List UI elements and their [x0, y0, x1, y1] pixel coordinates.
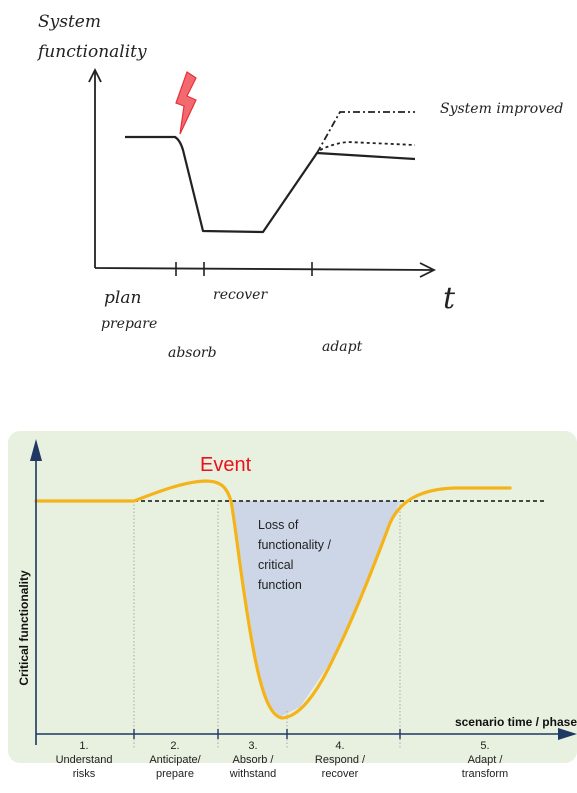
- phase-name: risks: [73, 768, 96, 780]
- loss-label-line: critical: [258, 558, 293, 572]
- phase-number: 3.: [248, 740, 257, 752]
- phase-name: prepare: [156, 768, 194, 780]
- phase-name: withstand: [229, 768, 276, 780]
- phase-number: 2.: [170, 740, 179, 752]
- lightning-icon: [175, 71, 197, 135]
- phase-name: Adapt /: [468, 754, 504, 766]
- phase-name: Respond /: [315, 754, 366, 766]
- x-axis-label: scenario time / phase: [455, 715, 577, 729]
- phase-name: Anticipate/: [149, 754, 201, 766]
- sketch-phase-recover: recover: [213, 287, 268, 303]
- sketch-improved-curve: [316, 111, 415, 154]
- phase-name: Understand: [56, 754, 113, 766]
- sketch-y-label-1: System: [38, 12, 101, 32]
- loss-area: [231, 501, 400, 717]
- phase-number: 5.: [480, 740, 489, 752]
- sketch-phase-prepare: prepare: [101, 316, 157, 332]
- event-label: Event: [200, 454, 252, 476]
- sketch-improved-label: System improved: [440, 101, 563, 117]
- resilience-diagram: Event Critical functionality scenario ti…: [8, 431, 577, 780]
- sketch-y-label-2: functionality: [36, 42, 147, 62]
- phase-name: Absorb /: [233, 754, 275, 766]
- phase-name: recover: [322, 768, 359, 780]
- loss-label-line: functionality /: [258, 538, 331, 552]
- sketch-partial-curve: [319, 141, 416, 151]
- sketch-x-label: t: [443, 281, 456, 316]
- loss-label-line: function: [258, 578, 302, 592]
- x-axis-arrowhead: [558, 728, 577, 740]
- sketch-diagram: System functionality t System improved p…: [36, 12, 563, 361]
- sketch-x-arrowhead: [419, 262, 437, 278]
- sketch-y-arrowhead: [88, 67, 102, 83]
- phase-number: 1.: [79, 740, 88, 752]
- sketch-x-axis: [94, 267, 433, 271]
- loss-label-line: Loss of: [258, 518, 299, 532]
- sketch-phase-plan: plan: [104, 288, 141, 308]
- loss-label: Loss of functionality / critical functio…: [258, 518, 334, 592]
- phase-labels: 1. Understand risks 2. Anticipate/ prepa…: [56, 740, 509, 780]
- sketch-curve: [125, 135, 416, 234]
- y-axis-label: Critical functionality: [17, 570, 31, 686]
- resilience-curve: [34, 479, 512, 720]
- y-axis-arrowhead: [30, 439, 42, 461]
- phase-number: 4.: [335, 740, 344, 752]
- phase-name: transform: [462, 768, 508, 780]
- sketch-phase-adapt: adapt: [322, 339, 363, 355]
- sketch-phase-absorb: absorb: [168, 345, 217, 361]
